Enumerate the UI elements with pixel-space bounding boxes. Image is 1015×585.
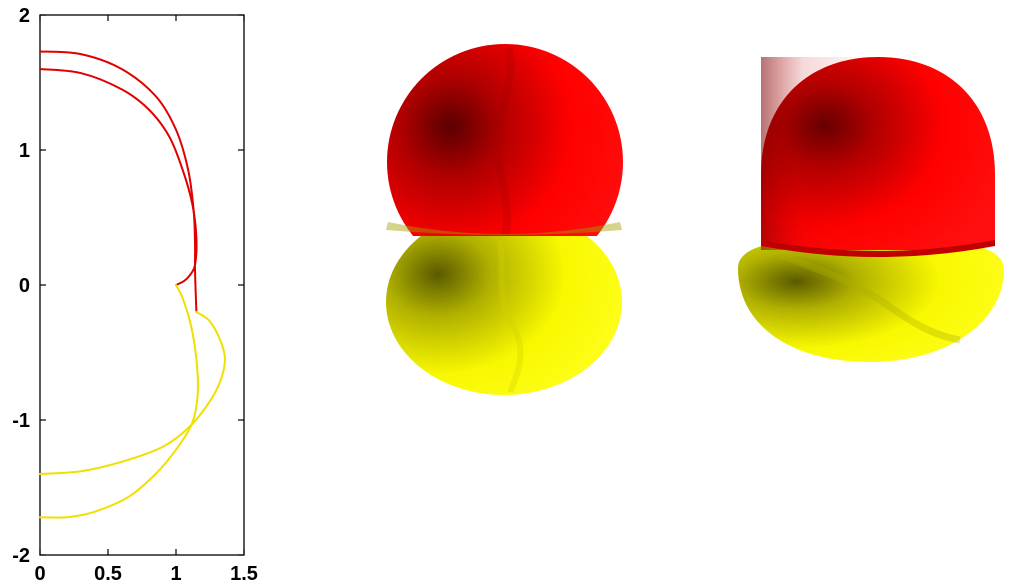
x-tick-label: 1.5 xyxy=(230,563,258,585)
axis-tick-labels: 0 0.5 1 1.5 -2 -1 0 1 2 xyxy=(12,5,258,585)
profile-plot: 0 0.5 1 1.5 -2 -1 0 1 2 xyxy=(12,5,258,585)
axis-ticks xyxy=(39,14,245,556)
yellow-crease-right xyxy=(778,251,961,344)
y-tick-label: 1 xyxy=(19,140,30,162)
red-crease xyxy=(492,46,515,236)
y-tick-label: 0 xyxy=(19,275,30,297)
flattened-dimer-render xyxy=(738,57,1004,362)
plot-frame xyxy=(39,14,245,556)
series-line-3 xyxy=(39,284,199,519)
series-line-2 xyxy=(39,50,198,313)
x-tick-label: 0 xyxy=(34,563,45,585)
yellow-crease xyxy=(497,239,524,394)
x-tick-label: 0.5 xyxy=(94,563,122,585)
series-line-4 xyxy=(39,311,226,475)
sphere-dimer-render xyxy=(386,44,623,395)
red-dome-rim xyxy=(761,240,995,257)
y-tick-label: -1 xyxy=(12,410,30,432)
yellow-lower-sphere xyxy=(386,209,622,395)
yellow-flattened-body xyxy=(738,238,1004,362)
series-line-1 xyxy=(39,68,198,286)
plot-series xyxy=(39,50,226,519)
red-upper-sphere xyxy=(387,44,623,236)
x-tick-label: 1 xyxy=(170,563,181,585)
y-tick-label: 2 xyxy=(19,5,30,27)
y-tick-label: -2 xyxy=(12,545,30,567)
junction-rim xyxy=(386,222,622,235)
